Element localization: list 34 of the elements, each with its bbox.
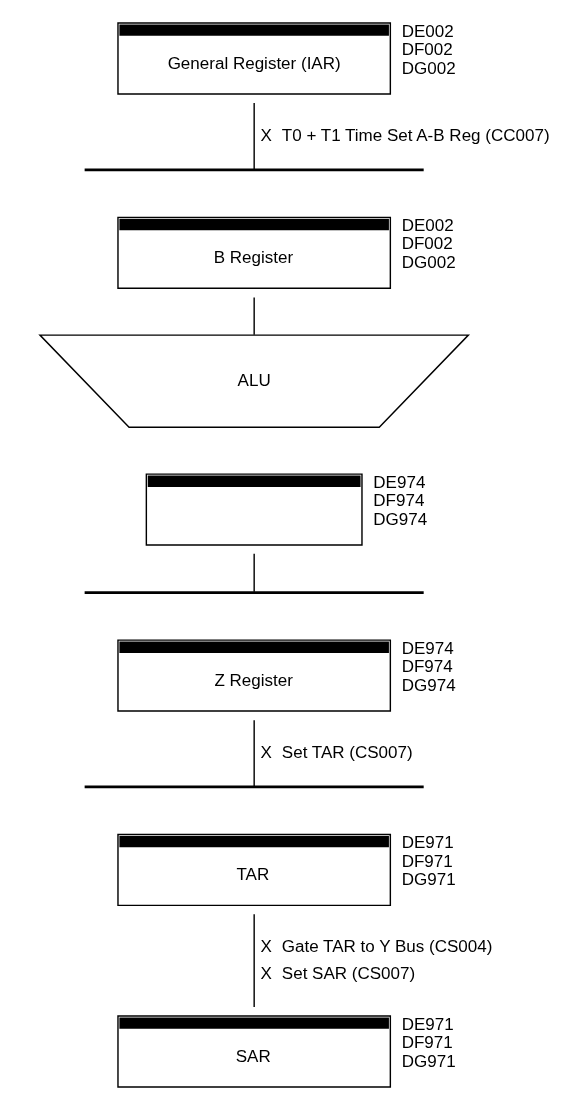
node-label: DF974 <box>373 491 425 511</box>
node-label: DE002 <box>401 215 454 235</box>
node-label: DG974 <box>401 675 456 695</box>
node-label: DG002 <box>401 252 456 272</box>
label: X <box>260 125 272 145</box>
edge-label: T0 + T1 Time Set A-B Reg (CC007) <box>281 125 550 145</box>
node-label: DE971 <box>401 1014 454 1034</box>
node-label: DE974 <box>373 472 426 492</box>
connector <box>253 553 255 593</box>
node-label: DF974 <box>401 657 453 677</box>
node-label: DF002 <box>401 40 453 60</box>
node-bar <box>84 785 424 789</box>
label: Set SAR (CS007) <box>281 963 416 983</box>
connector <box>253 102 255 170</box>
node-label: DE974 <box>401 638 454 658</box>
node-label: DF002 <box>401 234 453 254</box>
node-label: DG971 <box>401 1051 456 1071</box>
node-label: DF971 <box>401 1033 453 1053</box>
node-bar <box>84 168 424 172</box>
label: X <box>260 963 272 983</box>
node-label: DG971 <box>401 869 456 889</box>
edge-label: Set TAR (CS007) <box>281 743 413 762</box>
label: X <box>260 743 272 762</box>
node-label: DE971 <box>401 833 454 853</box>
edge-label: Gate TAR to Y Bus (CS004) <box>281 936 493 956</box>
connector <box>253 913 255 1008</box>
node-label: DE002 <box>401 21 454 41</box>
label: X <box>260 936 272 956</box>
node-label: DF971 <box>401 851 453 871</box>
connector <box>253 296 255 336</box>
node-label: DG974 <box>373 509 428 529</box>
node-bar <box>84 591 424 594</box>
connector <box>253 719 255 787</box>
node-label: DG002 <box>401 58 456 78</box>
